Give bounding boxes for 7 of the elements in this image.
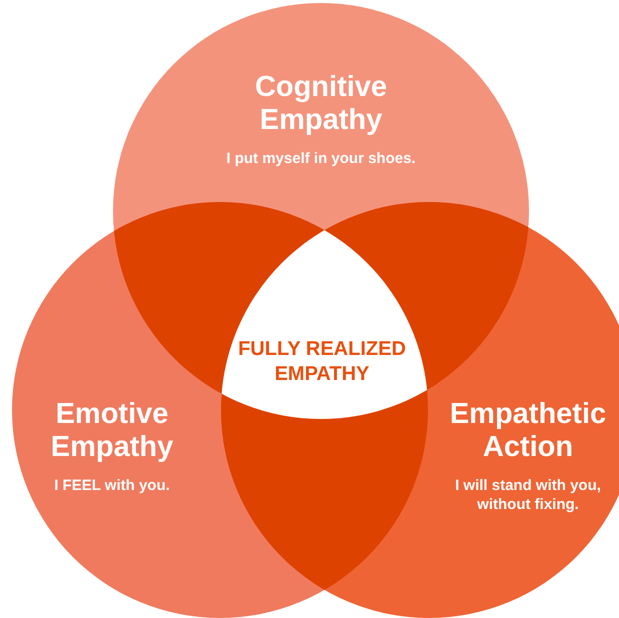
circle-heading: Empathetic Action bbox=[448, 398, 608, 464]
circle-heading: Emotive Empathy bbox=[50, 398, 174, 464]
circle-heading: Cognitive Empathy bbox=[254, 71, 388, 137]
circle-description: I FEEL with you. bbox=[54, 476, 170, 495]
circle-description: I will stand with you, without fixing. bbox=[454, 476, 602, 514]
circle-description: I put myself in your shoes. bbox=[226, 149, 416, 168]
center-label: FULLY REALIZED EMPATHY bbox=[237, 337, 407, 387]
